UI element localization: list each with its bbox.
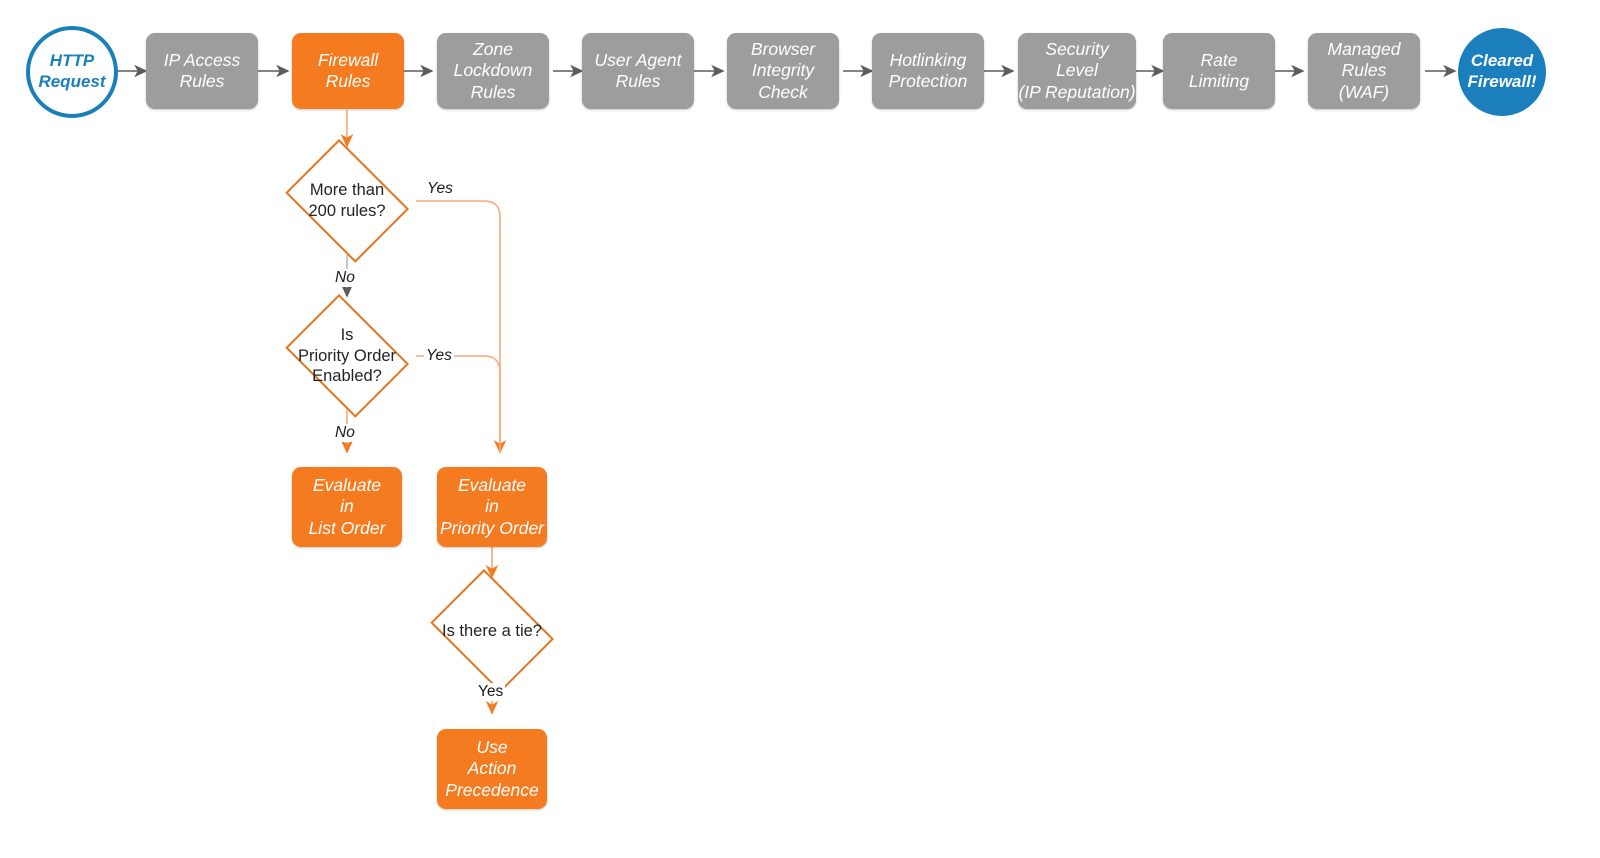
node-security-level[interactable]: Security Level (IP Reputation)	[1018, 33, 1136, 109]
node-ip-access-rules[interactable]: IP Access Rules	[146, 33, 258, 109]
node-evaluate-in-list-order[interactable]: Evaluate in List Order	[292, 467, 402, 547]
node-use-action-precedence[interactable]: Use Action Precedence	[437, 729, 547, 809]
edge-label-priority-order-yes: Yes	[424, 347, 454, 365]
node-browser-integrity-check[interactable]: Browser Integrity Check	[727, 33, 839, 109]
node-hotlinking-protection[interactable]: Hotlinking Protection	[872, 33, 984, 109]
wire-priority-order-yes	[416, 355, 501, 452]
decision-is-there-a-tie[interactable]: Is there a tie?	[422, 569, 562, 693]
node-zone-lockdown-rules[interactable]: Zone Lockdown Rules	[437, 33, 549, 109]
decision-label: Is Priority Order Enabled?	[297, 326, 397, 386]
node-rate-limiting[interactable]: Rate Limiting	[1163, 33, 1275, 109]
wire-more-than-200-yes	[416, 200, 507, 454]
node-cleared-firewall[interactable]: Cleared Firewall!	[1458, 28, 1546, 116]
edge-label-tie-yes: Yes	[476, 683, 506, 701]
node-firewall-rules[interactable]: Firewall Rules	[292, 33, 404, 109]
node-managed-rules-waf[interactable]: Managed Rules (WAF)	[1308, 33, 1420, 109]
edge-label-more-than-200-no: No	[333, 269, 357, 287]
node-user-agent-rules[interactable]: User Agent Rules	[582, 33, 694, 109]
decision-label: Is there a tie?	[442, 621, 542, 640]
edge-label-priority-order-no: No	[333, 424, 357, 442]
decision-label: More than 200 rules?	[308, 181, 386, 220]
node-evaluate-in-priority-order[interactable]: Evaluate in Priority Order	[437, 467, 547, 547]
node-http-request[interactable]: HTTP Request	[26, 26, 118, 118]
decision-is-priority-order-enabled[interactable]: Is Priority Order Enabled?	[277, 294, 417, 418]
decision-more-than-200-rules[interactable]: More than 200 rules?	[277, 139, 417, 263]
edge-label-more-than-200-yes: Yes	[425, 180, 455, 198]
